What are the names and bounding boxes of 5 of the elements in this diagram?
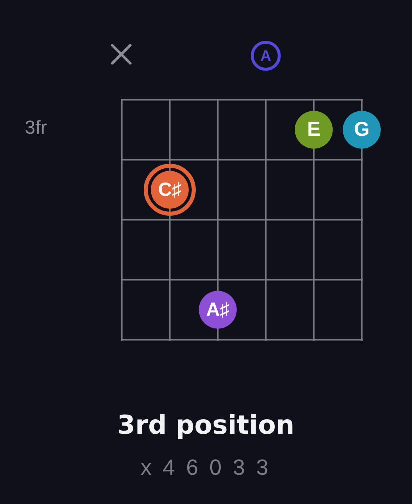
- fret-number: 3fr: [25, 119, 48, 138]
- position-title: 3rd position: [117, 413, 295, 439]
- fingering-caption: x 4 6 0 3 3: [140, 457, 272, 479]
- root-note-ring: [144, 164, 196, 216]
- open-string-marker: A: [251, 41, 281, 71]
